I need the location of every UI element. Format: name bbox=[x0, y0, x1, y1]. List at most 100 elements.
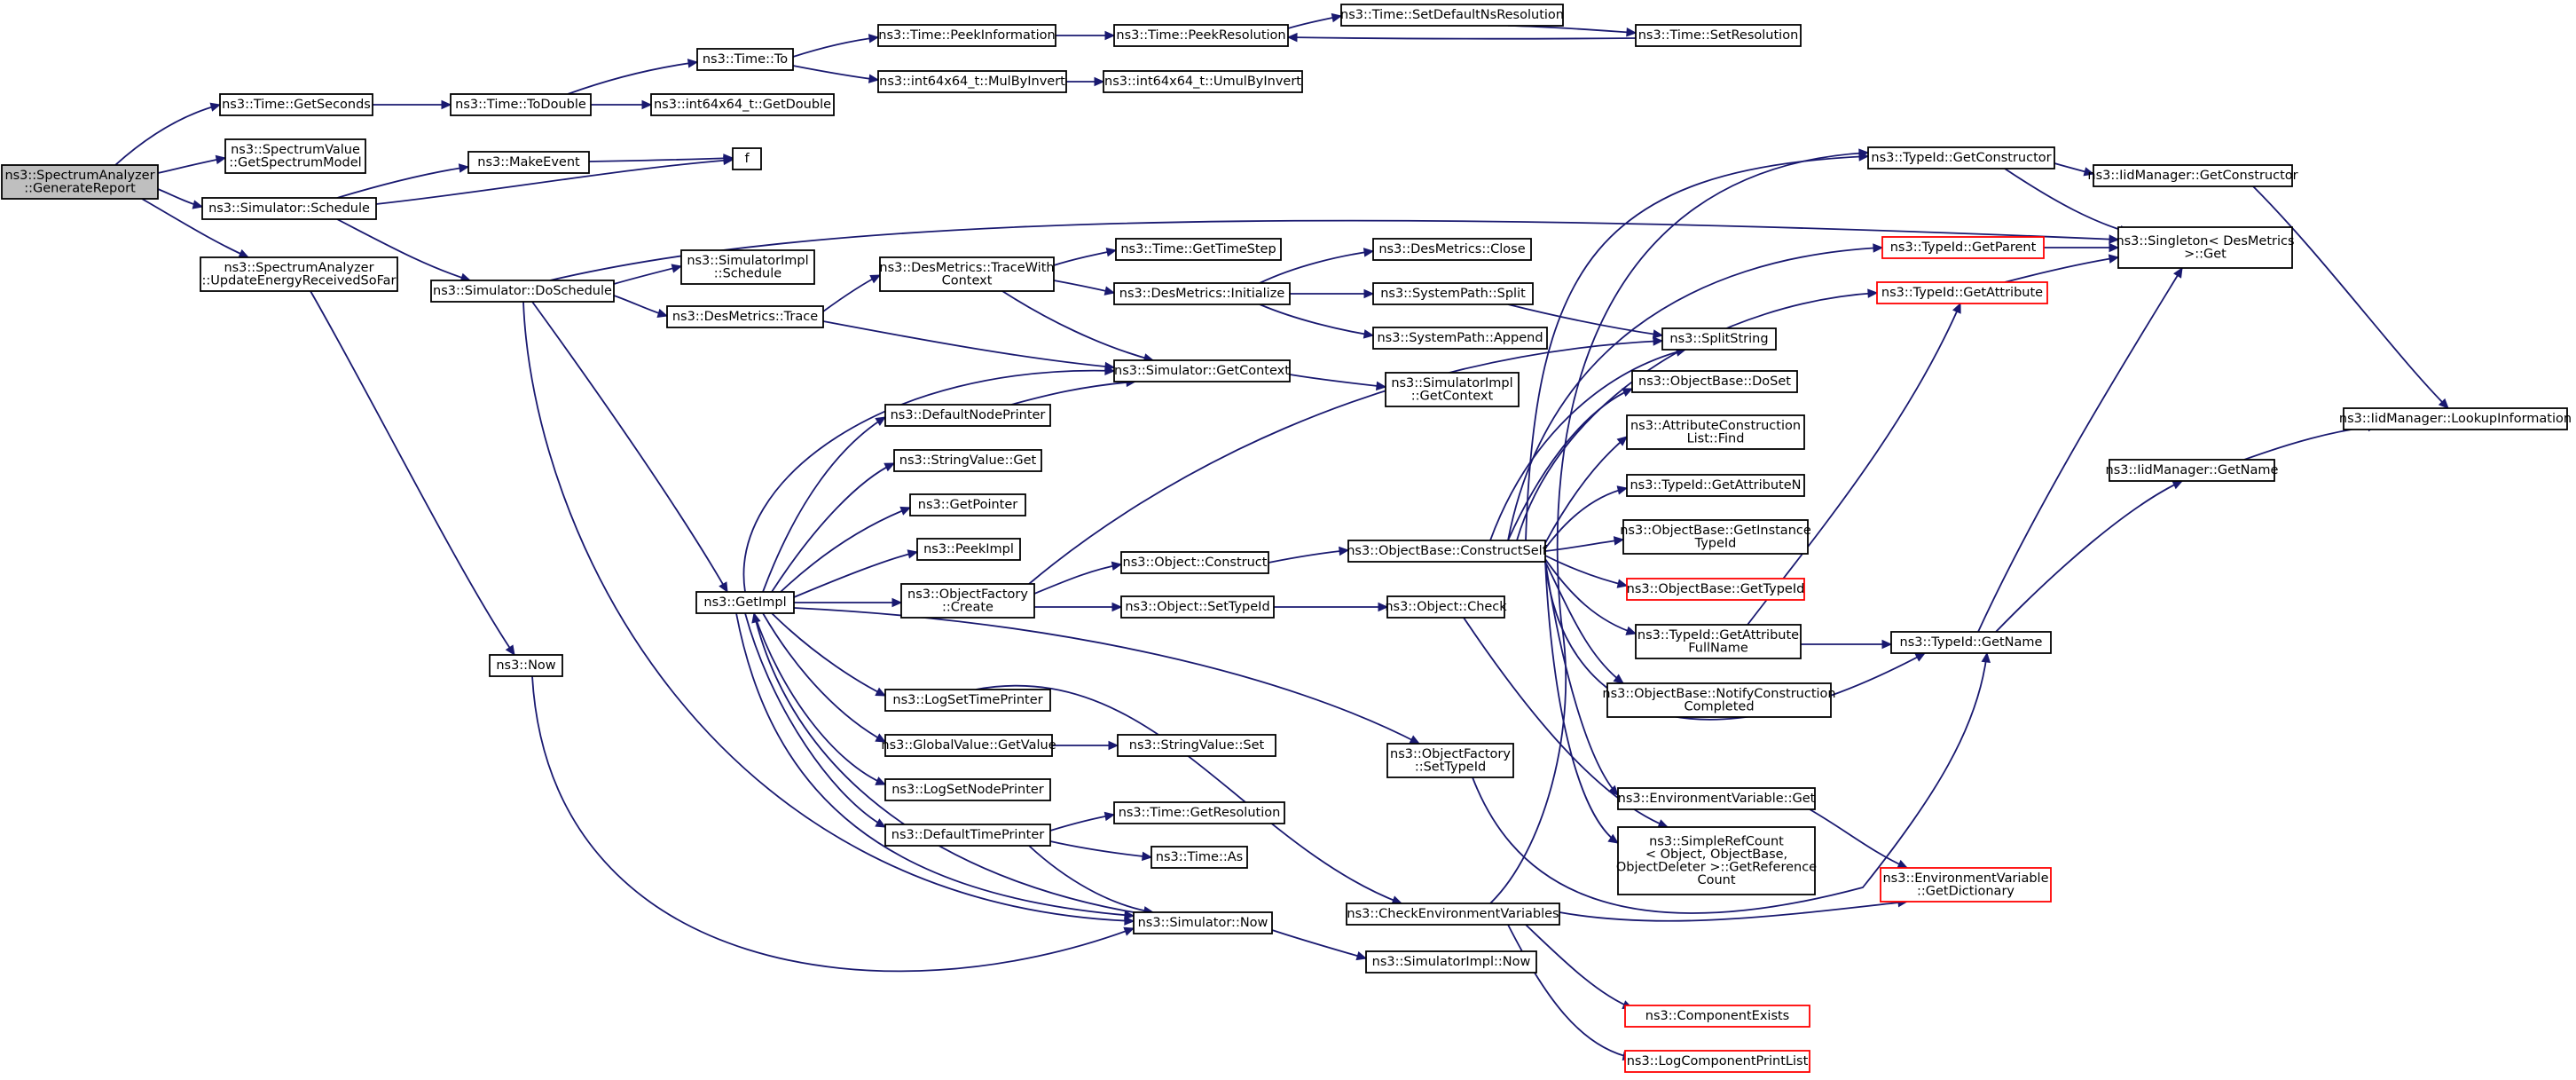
node-lookupinfo[interactable]: ns3::IidManager::LookupInformation bbox=[2339, 407, 2572, 430]
edge-line bbox=[141, 198, 249, 258]
node-doschedule[interactable]: ns3::Simulator::DoSchedule bbox=[430, 280, 615, 303]
node-updateenergy[interactable]: ns3::SpectrumAnalyzer::UpdateEnergyRecei… bbox=[200, 256, 398, 292]
node-iidgetname[interactable]: ns3::IidManager::GetName bbox=[2106, 459, 2279, 482]
edge-arrowhead bbox=[907, 549, 919, 559]
node-label: ns3::SpectrumValue bbox=[231, 143, 360, 157]
node-logsetnodeprinter[interactable]: ns3::LogSetNodePrinter bbox=[884, 778, 1051, 801]
edge-line bbox=[1028, 845, 1154, 913]
edge-arrowhead bbox=[671, 264, 683, 273]
node-desinit[interactable]: ns3::DesMetrics::Initialize bbox=[1113, 282, 1291, 305]
node-root[interactable]: ns3::SpectrumAnalyzer::GenerateReport bbox=[1, 164, 159, 200]
node-desclose[interactable]: ns3::DesMetrics::Close bbox=[1372, 238, 1532, 261]
node-destrace[interactable]: ns3::DesMetrics::Trace bbox=[666, 305, 824, 328]
edge-setres-to-peekres bbox=[1286, 32, 1637, 43]
node-tidgetname[interactable]: ns3::TypeId::GetName bbox=[1890, 631, 2052, 654]
node-label: ns3::ObjectFactory bbox=[1390, 747, 1511, 761]
node-f[interactable]: f bbox=[732, 147, 762, 170]
node-schedule[interactable]: ns3::Simulator::Schedule bbox=[201, 197, 377, 220]
node-iidgetconstructor[interactable]: ns3::IidManager::GetConstructor bbox=[2087, 164, 2298, 187]
node-timeto[interactable]: ns3::Time::To bbox=[696, 48, 794, 71]
node-getspectrummodel[interactable]: ns3::SpectrumValue::GetSpectrumModel bbox=[224, 138, 366, 174]
node-now[interactable]: ns3::Now bbox=[489, 654, 563, 677]
node-getparent[interactable]: ns3::TypeId::GetParent bbox=[1881, 236, 2045, 259]
node-pathsplit[interactable]: ns3::SystemPath::Split bbox=[1372, 282, 1534, 305]
node-strvalset[interactable]: ns3::StringValue::Set bbox=[1117, 734, 1276, 757]
node-box bbox=[1346, 903, 1560, 926]
node-implgetctx[interactable]: ns3::SimulatorImpl::GetContext bbox=[1385, 372, 1520, 407]
edge-line bbox=[1028, 340, 1663, 585]
node-getconstructor[interactable]: ns3::TypeId::GetConstructor bbox=[1867, 146, 2055, 169]
node-getpointer[interactable]: ns3::GetPointer bbox=[909, 493, 1026, 516]
edge-todouble-to-getdouble bbox=[591, 99, 653, 110]
edge-deftimeprinter-to-timegetres bbox=[1049, 811, 1116, 832]
node-obgettypeid[interactable]: ns3::ObjectBase::GetTypeId bbox=[1626, 578, 1805, 601]
node-box bbox=[884, 778, 1051, 801]
node-checkenv[interactable]: ns3::CheckEnvironmentVariables bbox=[1346, 903, 1560, 926]
node-peekinfo[interactable]: ns3::Time::PeekInformation bbox=[877, 24, 1056, 47]
node-ofsettypeid[interactable]: ns3::ObjectFactory::SetTypeId bbox=[1386, 743, 1514, 778]
node-timegetres[interactable]: ns3::Time::GetResolution bbox=[1113, 801, 1285, 824]
node-implschedule[interactable]: ns3::SimulatorImpl::Schedule bbox=[680, 249, 815, 285]
edge-line bbox=[567, 61, 698, 95]
node-getattributen[interactable]: ns3::TypeId::GetAttributeN bbox=[1626, 474, 1805, 497]
node-box bbox=[1617, 826, 1816, 895]
edge-constructself-to-obgettypeid bbox=[1544, 555, 1629, 588]
edge-arrowhead bbox=[687, 59, 699, 68]
edge-arrowhead bbox=[1616, 436, 1628, 446]
node-pathappend[interactable]: ns3::SystemPath::Append bbox=[1372, 327, 1548, 350]
node-objsettypeid[interactable]: ns3::Object::SetTypeId bbox=[1120, 595, 1275, 619]
edge-arrowhead bbox=[1355, 950, 1368, 961]
node-defnodeprinter[interactable]: ns3::DefaultNodePrinter bbox=[884, 404, 1051, 427]
node-mulbyinvert[interactable]: ns3::int64x64_t::MulByInvert bbox=[877, 70, 1067, 93]
node-timeas[interactable]: ns3::Time::As bbox=[1151, 846, 1248, 869]
node-getdouble[interactable]: ns3::int64x64_t::GetDouble bbox=[650, 93, 835, 116]
node-objcheck[interactable]: ns3::Object::Check bbox=[1385, 595, 1507, 619]
node-box bbox=[1372, 238, 1532, 261]
node-box bbox=[1151, 846, 1248, 869]
node-peekimpl[interactable]: ns3::PeekImpl bbox=[916, 538, 1021, 561]
node-doset[interactable]: ns3::ObjectBase::DoSet bbox=[1631, 370, 1798, 393]
node-splitstring[interactable]: ns3::SplitString bbox=[1661, 327, 1777, 351]
node-box bbox=[1, 164, 159, 200]
node-getattribute[interactable]: ns3::TypeId::GetAttribute bbox=[1876, 281, 2048, 304]
node-envdict[interactable]: ns3::EnvironmentVariable::GetDictionary bbox=[1880, 867, 2052, 903]
node-setdefaultns[interactable]: ns3::Time::SetDefaultNsResolution bbox=[1340, 4, 1564, 27]
node-objconstruct[interactable]: ns3::Object::Construct bbox=[1120, 551, 1269, 574]
node-umulbyinvert[interactable]: ns3::int64x64_t::UmulByInvert bbox=[1103, 70, 1303, 93]
node-strvalget[interactable]: ns3::StringValue::Get bbox=[893, 449, 1042, 472]
node-box bbox=[732, 147, 762, 170]
node-todouble[interactable]: ns3::Time::ToDouble bbox=[450, 93, 592, 116]
edge-constructself-to-notifyconstruction bbox=[1544, 561, 1624, 684]
node-constructself[interactable]: ns3::ObjectBase::ConstructSelf bbox=[1347, 540, 1548, 563]
node-compexists[interactable]: ns3::ComponentExists bbox=[1624, 1005, 1810, 1028]
node-simgetctx[interactable]: ns3::Simulator::GetContext bbox=[1113, 359, 1291, 382]
node-logcompprint[interactable]: ns3::LogComponentPrintList bbox=[1624, 1050, 1810, 1073]
edge-line bbox=[780, 507, 911, 593]
node-deftimeprinter[interactable]: ns3::DefaultTimePrinter bbox=[884, 824, 1051, 847]
edge-checkenv-to-envdict bbox=[1559, 897, 1909, 922]
node-simnow[interactable]: ns3::Simulator::Now bbox=[1133, 911, 1273, 934]
node-gettimestep[interactable]: ns3::Time::GetTimeStep bbox=[1115, 238, 1282, 261]
edge-objconstruct-to-constructself bbox=[1268, 546, 1350, 564]
node-implnow[interactable]: ns3::SimulatorImpl::Now bbox=[1365, 950, 1537, 974]
node-singletonget[interactable]: ns3::Singleton< DesMetrics >::Get bbox=[2116, 226, 2295, 269]
node-notifyconstruction[interactable]: ns3::ObjectBase::NotifyConstructionCompl… bbox=[1602, 682, 1836, 718]
node-peekres[interactable]: ns3::Time::PeekResolution bbox=[1113, 24, 1289, 47]
node-ofcreate[interactable]: ns3::ObjectFactory::Create bbox=[900, 583, 1035, 619]
edge-arrowhead bbox=[2108, 254, 2120, 264]
node-envget[interactable]: ns3::EnvironmentVariable::Get bbox=[1617, 787, 1816, 810]
node-getimpl[interactable]: ns3::GetImpl bbox=[695, 591, 795, 614]
node-label: ns3::LogSetTimePrinter bbox=[892, 693, 1042, 707]
node-getseconds[interactable]: ns3::Time::GetSeconds bbox=[219, 93, 373, 116]
edge-line bbox=[531, 301, 728, 593]
node-makeevent[interactable]: ns3::MakeEvent bbox=[467, 151, 590, 174]
node-globalgetvalue[interactable]: ns3::GlobalValue::GetValue bbox=[881, 734, 1056, 757]
node-setres[interactable]: ns3::Time::SetResolution bbox=[1635, 24, 1802, 47]
node-logsettimeprinter[interactable]: ns3::LogSetTimePrinter bbox=[884, 689, 1051, 712]
node-getrefcount[interactable]: ns3::SimpleRefCount< Object, ObjectBase,… bbox=[1616, 826, 1817, 895]
edge-getseconds-to-todouble bbox=[373, 99, 452, 110]
